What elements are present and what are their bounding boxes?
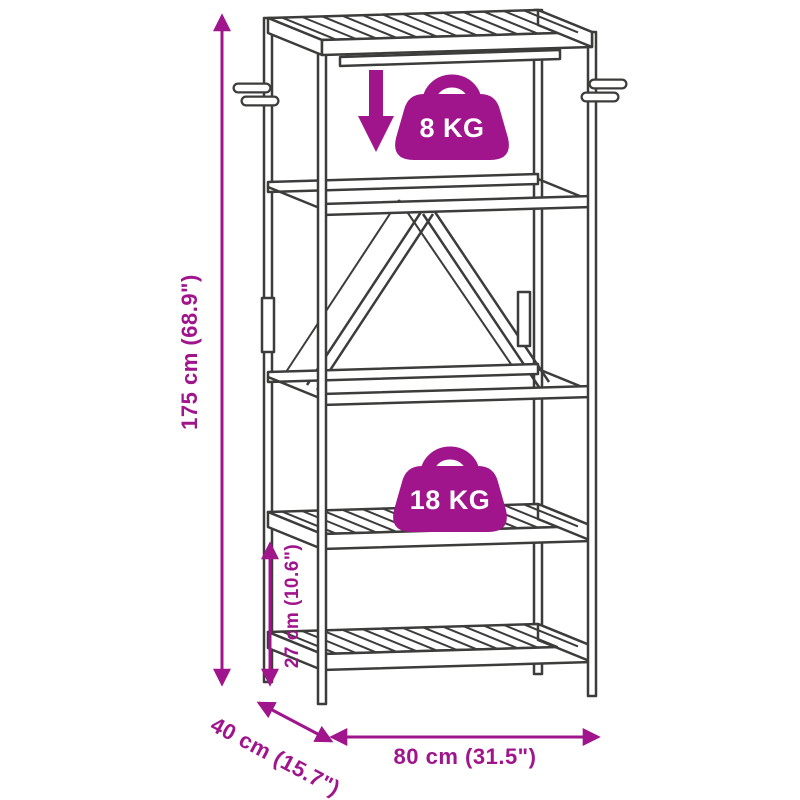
- shelf-slat: [503, 10, 559, 34]
- back-brace-right: [398, 199, 516, 371]
- upper-front-rail: [320, 194, 594, 217]
- capacity-badges: 8 KG 18 KG: [358, 70, 509, 532]
- shelf-slat: [321, 509, 377, 534]
- top-shelf-slats: [281, 9, 579, 41]
- back-right-post: [532, 8, 544, 676]
- shelf-slat: [442, 625, 498, 650]
- shelf-slat: [503, 624, 559, 648]
- shelf-slat: [503, 504, 559, 528]
- shelf-slat: [301, 630, 357, 654]
- shelf-slat: [382, 627, 438, 652]
- front-brace-right-a: [431, 208, 551, 383]
- weight-body-icon: [395, 94, 509, 160]
- width-dimension-label: 80 cm (31.5"): [394, 744, 537, 769]
- shelf-slat: [301, 16, 357, 40]
- shelf-slat: [321, 629, 377, 654]
- a-frame-braces: [285, 199, 551, 391]
- top-shelf: [266, 8, 594, 57]
- depth-dimension-line: [256, 701, 334, 743]
- shelf-slat: [483, 624, 539, 649]
- height-dimension-label: 175 cm (68.9"): [177, 274, 202, 430]
- bottom-shelf: [266, 622, 594, 672]
- shelf-capacity-label: 18 KG: [410, 485, 491, 515]
- coat-pegs: [232, 78, 628, 107]
- upper-left-side-rail: [267, 185, 323, 211]
- shelf-slat: [402, 627, 458, 651]
- shelf-slat: [301, 510, 357, 534]
- shelf-slat: [463, 11, 518, 36]
- depth-dimension-label: 40 cm (15.7"): [207, 712, 345, 800]
- rail-capacity-label: 8 KG: [419, 113, 484, 143]
- shelf-slat: [321, 15, 377, 40]
- weight-handle-icon: [422, 74, 482, 109]
- dimension-lines: [213, 13, 601, 746]
- weight-body-icon: [393, 466, 507, 532]
- shelf-slat: [523, 623, 579, 648]
- rack-line-drawing: [232, 8, 628, 706]
- upper-back-rail: [266, 172, 540, 194]
- lower-shelf-dimension-label: 27 cm (10.6"): [282, 544, 303, 668]
- upper-shelf: [266, 502, 594, 551]
- shelf-slat: [483, 10, 539, 35]
- shelf-slat: [422, 626, 478, 651]
- shelf-capacity-badge: 18 KG: [393, 446, 507, 532]
- shelf-slat: [442, 11, 498, 36]
- hanging-rail: [338, 48, 562, 68]
- front-brace-right-b: [421, 213, 541, 388]
- shelf-slat: [342, 508, 397, 533]
- shelf-slat: [402, 13, 458, 37]
- weight-handle-icon: [420, 446, 480, 481]
- mid-front-rail: [320, 384, 594, 407]
- bottom-shelf-slats: [281, 623, 579, 655]
- shelf-slat: [342, 628, 397, 653]
- shelf-slat: [362, 628, 418, 653]
- shelf-slat: [523, 503, 579, 528]
- front-brace-left-b: [315, 213, 435, 391]
- down-arrow-icon: [358, 70, 394, 152]
- shelf-slat: [463, 625, 518, 650]
- front-right-post: [586, 30, 598, 698]
- shelf-slat: [382, 13, 438, 38]
- back-brace-left: [285, 199, 400, 373]
- right-side-bracket: [516, 290, 532, 348]
- mid-left-side-rail: [267, 375, 323, 401]
- shelf-slat: [281, 16, 337, 41]
- mid-back-rail: [266, 362, 540, 384]
- rail-capacity-badge: 8 KG: [395, 74, 509, 160]
- shelf-slat: [523, 9, 579, 34]
- shelf-slat: [342, 14, 397, 39]
- shelf-slat: [362, 14, 418, 39]
- shelf-slat: [422, 12, 478, 37]
- front-left-post: [316, 38, 328, 706]
- top-shelf-right-apron: [536, 8, 594, 49]
- left-side-bracket: [260, 296, 276, 354]
